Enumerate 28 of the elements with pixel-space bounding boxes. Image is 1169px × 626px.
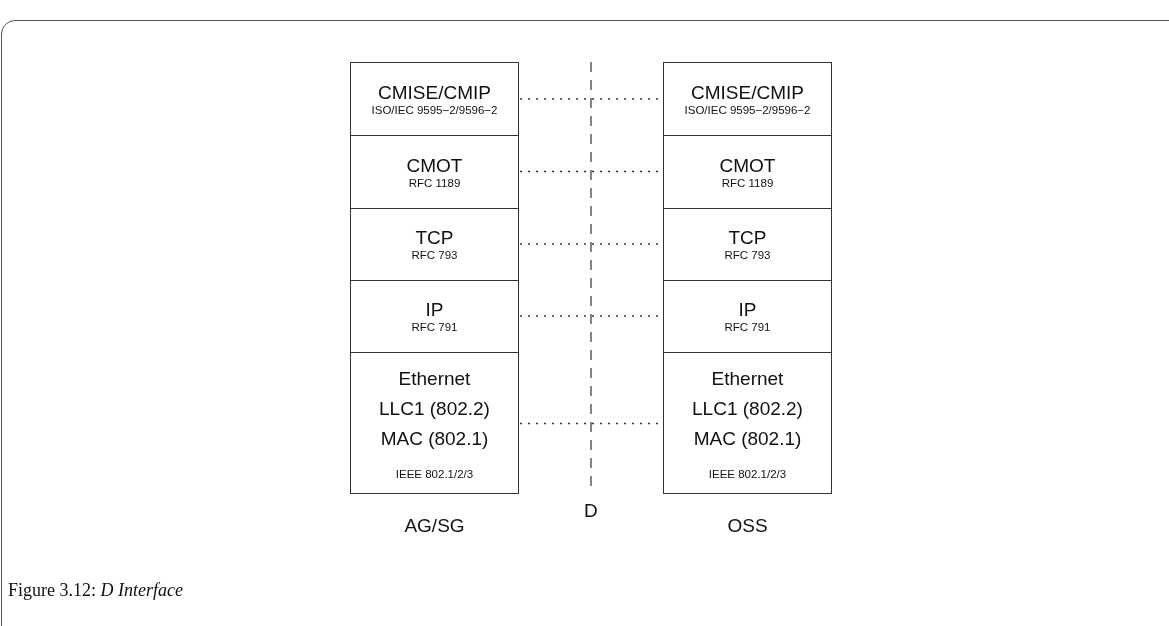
layer-name: CMISE/CMIP [691, 81, 804, 104]
standard-reference: RFC 1189 [408, 176, 461, 190]
layer-name: Ethernet [398, 367, 471, 391]
layer-name: MAC (802.1) [380, 427, 489, 451]
layer-name: CMOT [719, 154, 776, 177]
layer-name: CMOT [406, 154, 463, 177]
layer-name: IP [738, 299, 757, 321]
standard-reference: ISO/IEC 9595−2/9596−2 [371, 103, 498, 117]
standard-reference: RFC 793 [411, 249, 458, 262]
standard-reference: RFC 1189 [721, 176, 774, 190]
figure-caption: Figure 3.12: D Interface [8, 580, 183, 601]
standard-reference: RFC 791 [411, 321, 458, 334]
layer-name: IP [425, 299, 444, 321]
layer-name: CMISE/CMIP [378, 81, 491, 104]
stack-label: AG/SG [404, 515, 465, 537]
layer-name: LLC1 (802.2) [692, 397, 803, 421]
standard-reference: IEEE 802.1/2/3 [708, 467, 787, 482]
layer-name: LLC1 (802.2) [379, 397, 490, 421]
interface-label: D [584, 500, 598, 522]
layer-name: TCP [728, 227, 767, 249]
stack-label: OSS [727, 515, 768, 537]
standard-reference: RFC 793 [724, 249, 771, 262]
standard-reference: IEEE 802.1/2/3 [395, 467, 474, 482]
layer-name: TCP [415, 227, 454, 249]
layer-name: Ethernet [711, 367, 784, 391]
standard-reference: ISO/IEC 9595−2/9596−2 [684, 103, 811, 117]
layer-name: MAC (802.1) [693, 427, 802, 451]
standard-reference: RFC 791 [724, 321, 771, 334]
